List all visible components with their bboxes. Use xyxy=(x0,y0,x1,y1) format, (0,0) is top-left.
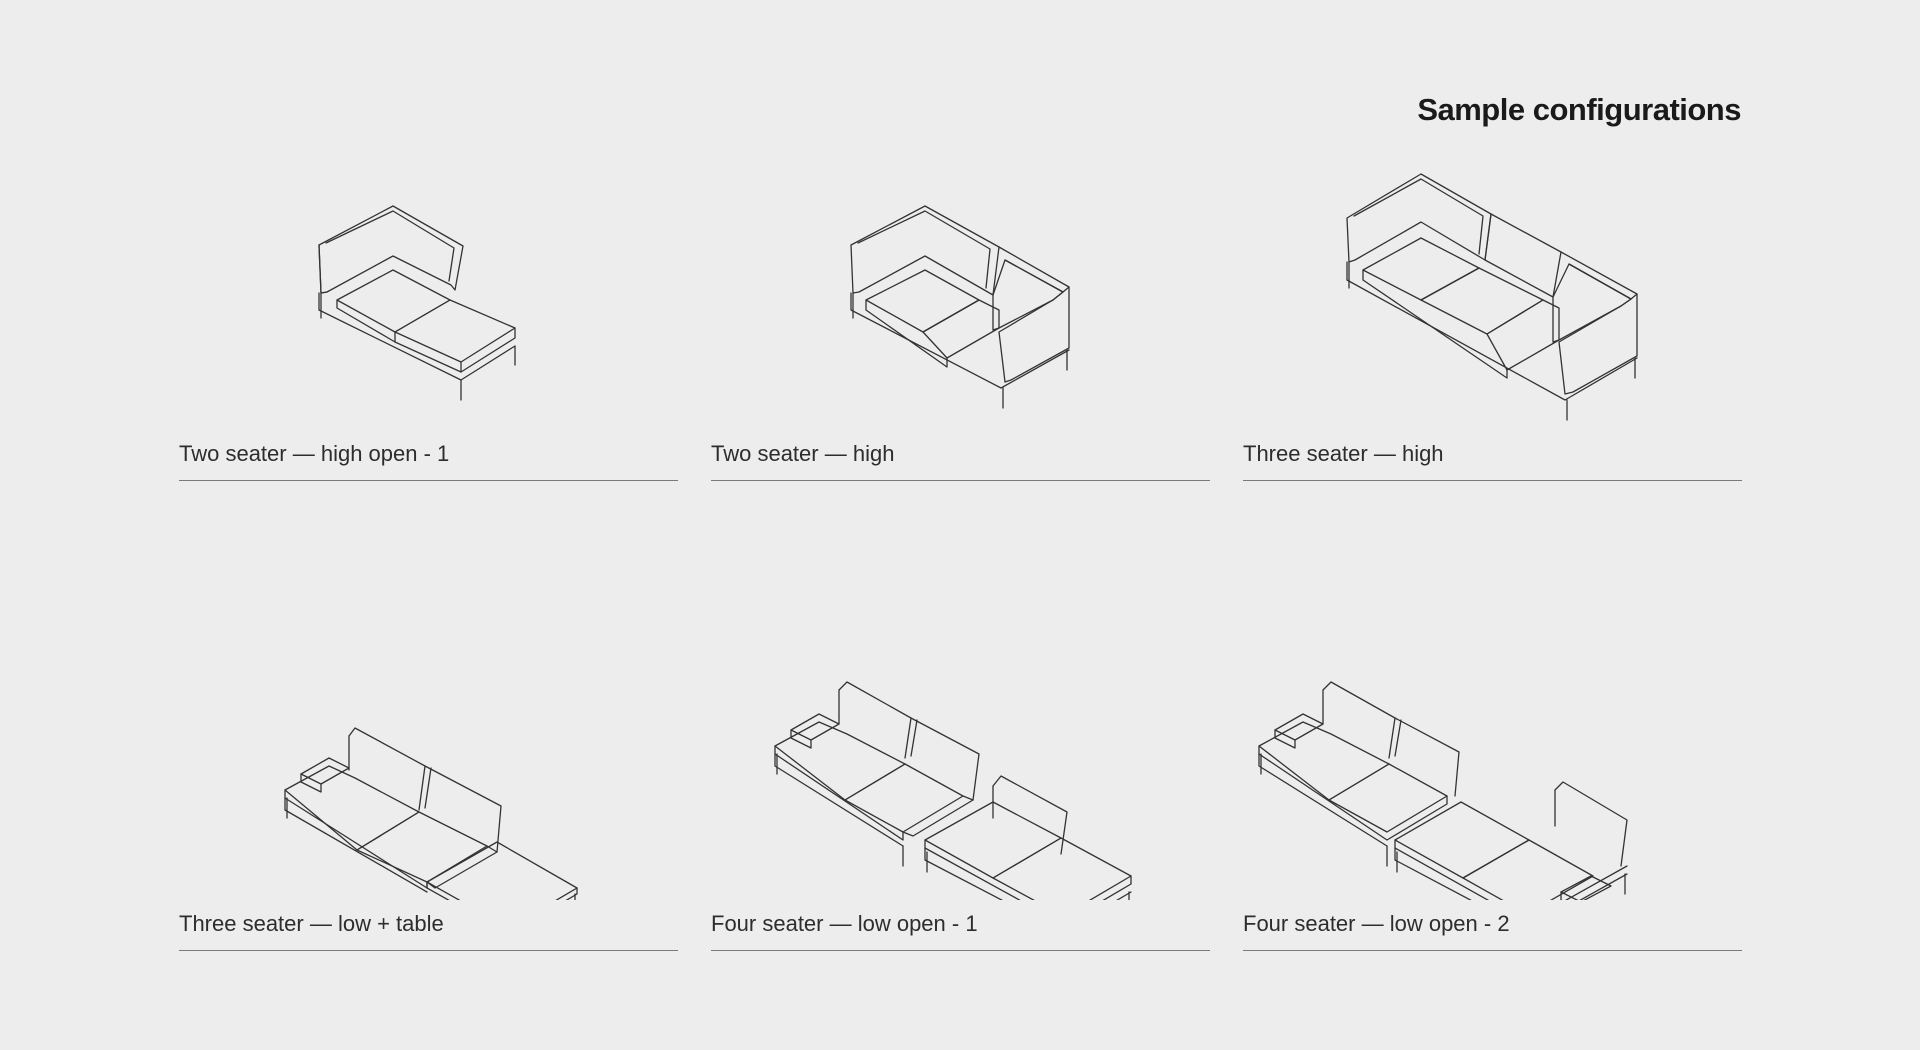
divider xyxy=(711,480,1210,481)
divider xyxy=(1243,950,1742,951)
sofa-four-seater-low-open-1-icon xyxy=(774,681,1132,900)
configuration-label: Three seater — low + table xyxy=(179,911,444,936)
divider xyxy=(711,950,1210,951)
configuration-label: Two seater — high xyxy=(711,441,895,466)
configuration-label: Four seater — low open - 1 xyxy=(711,911,978,936)
configuration-grid: Two seater — high open - 1 Two seater — … xyxy=(179,160,1742,951)
configuration-card[interactable]: Four seater — low open - 1 xyxy=(711,630,1210,951)
sofa-four-seater-low-open-2-icon xyxy=(1258,681,1628,900)
sofa-two-seater-high-open-icon xyxy=(318,205,516,401)
configuration-card[interactable]: Three seater — high xyxy=(1243,160,1742,481)
divider xyxy=(1243,480,1742,481)
page-title: Sample configurations xyxy=(1417,92,1741,127)
configuration-card[interactable]: Two seater — high xyxy=(711,160,1210,481)
configuration-label: Four seater — low open - 2 xyxy=(1243,911,1510,936)
configuration-label: Two seater — high open - 1 xyxy=(179,441,450,466)
configuration-card[interactable]: Four seater — low open - 2 xyxy=(1243,630,1742,951)
divider xyxy=(179,480,678,481)
configuration-card[interactable]: Two seater — high open - 1 xyxy=(179,160,678,481)
configuration-card[interactable]: Three seater — low + table xyxy=(179,630,678,951)
divider xyxy=(179,950,678,951)
configuration-label: Three seater — high xyxy=(1243,441,1444,466)
sofa-three-seater-low-table-icon xyxy=(284,727,578,900)
sofa-two-seater-high-icon xyxy=(850,205,1070,409)
sofa-three-seater-high-icon xyxy=(1346,173,1638,421)
